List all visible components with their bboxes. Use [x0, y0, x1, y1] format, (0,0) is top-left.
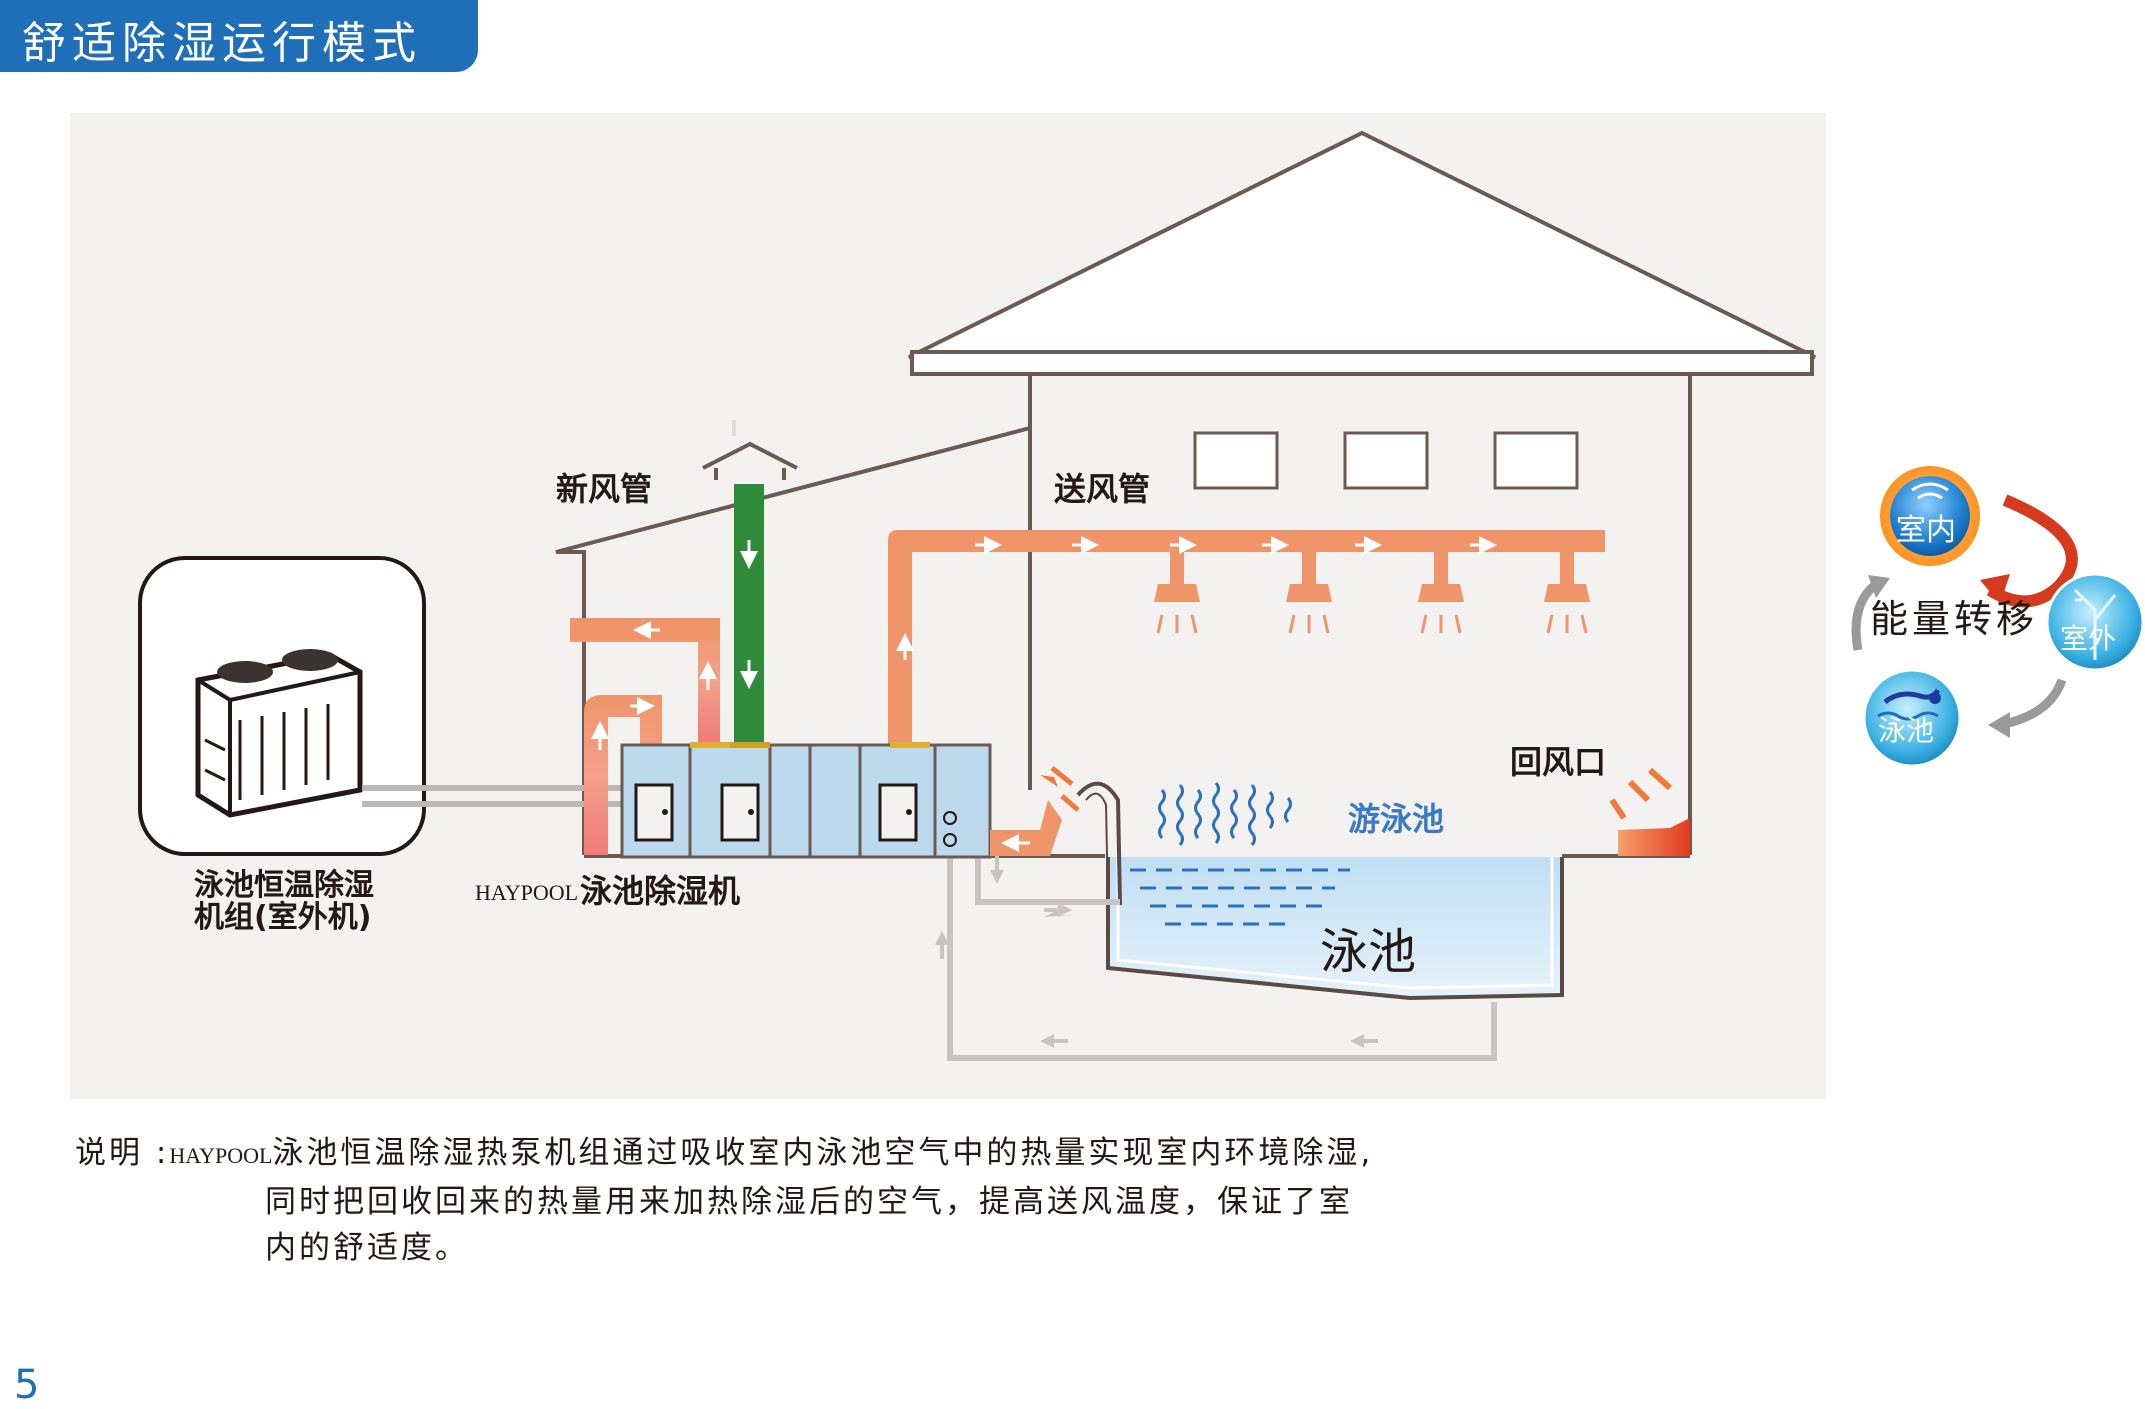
- window: [1493, 431, 1579, 490]
- intake-arrows: [1040, 766, 1080, 812]
- fresh-air-duct: [734, 484, 764, 746]
- return-air-outlet: [1618, 818, 1690, 856]
- description-line-3: 内的舒适度。: [265, 1230, 469, 1266]
- description-prefix: 说明 :: [75, 1135, 170, 1171]
- description-line-2: 同时把回收回来的热量用来加热除湿后的空气，提高送风温度，保证了室: [265, 1184, 1353, 1220]
- supply-flow-arrows: [896, 536, 1497, 660]
- annex-roof: [555, 426, 1031, 855]
- supply-air-duct: [888, 530, 1605, 745]
- pool-basin: [1106, 857, 1564, 1001]
- description-line-1: 说明 :HAYPOOL泳池恒温除湿热泵机组通过吸收室内泳池空气中的热量实现室内环…: [75, 1130, 1373, 1179]
- outdoor-unit-icon: [195, 649, 363, 818]
- dehumidifier-unit: [620, 742, 992, 859]
- dehumidifier-brand-label: HAYPOOL: [475, 880, 578, 905]
- page-number: 5: [14, 1362, 40, 1408]
- pool-ball-label: 泳池: [1878, 714, 1934, 747]
- roof-eave: [910, 350, 1814, 376]
- indoor-ball-label: 室内: [1896, 513, 1956, 548]
- fresh-air-duct-label: 新风管: [556, 470, 652, 508]
- evaporation-waves: [1158, 782, 1292, 846]
- pool-water-lines: [1130, 868, 1350, 926]
- fresh-air-roof-cap: [702, 441, 798, 480]
- refrigerant-lines: [362, 785, 624, 807]
- dehumidifier-name-label: 泳池除湿机: [580, 872, 740, 910]
- supply-diffusers: [1154, 552, 1590, 602]
- cycle-arrow-red: [1986, 494, 2078, 608]
- pool-label: 泳池: [1320, 924, 1416, 980]
- diffuser-outflow-arrows: [1156, 614, 1588, 634]
- outdoor-unit-label-line2: 机组(室外机): [194, 900, 371, 935]
- supply-air-duct-label: 送风管: [1054, 470, 1150, 508]
- energy-transfer-label: 能量转移: [1870, 597, 2038, 641]
- title-badge: 舒适除湿运行模式: [0, 0, 478, 72]
- outdoor-ball-label: 室外: [2060, 622, 2116, 655]
- return-outlet-arrows: [1609, 767, 1673, 820]
- description-text-1: 泳池恒温除湿热泵机组通过吸收室内泳池空气中的热量实现室内环境除湿,: [272, 1135, 1374, 1171]
- swimming-pool-label: 游泳池: [1348, 800, 1444, 838]
- energy-cycle-graphic: [1851, 466, 2145, 768]
- water-pipe: [947, 842, 1497, 1061]
- window: [1343, 431, 1429, 490]
- description: 说明 :HAYPOOL泳池恒温除湿热泵机组通过吸收室内泳池空气中的热量实现室内环…: [75, 1130, 1373, 1271]
- cycle-arrow-grey-left: [1851, 581, 1879, 651]
- description-brand: HAYPOOL: [169, 1143, 273, 1168]
- water-flow-arrows: [935, 856, 1378, 1048]
- pool-ladder: [1076, 781, 1122, 906]
- return-air-outlet-label: 回风口: [1510, 743, 1606, 781]
- window: [1193, 431, 1279, 490]
- outdoor-unit-label-line1: 泳池恒温除湿: [194, 868, 374, 903]
- page-title: 舒适除湿运行模式: [22, 18, 422, 69]
